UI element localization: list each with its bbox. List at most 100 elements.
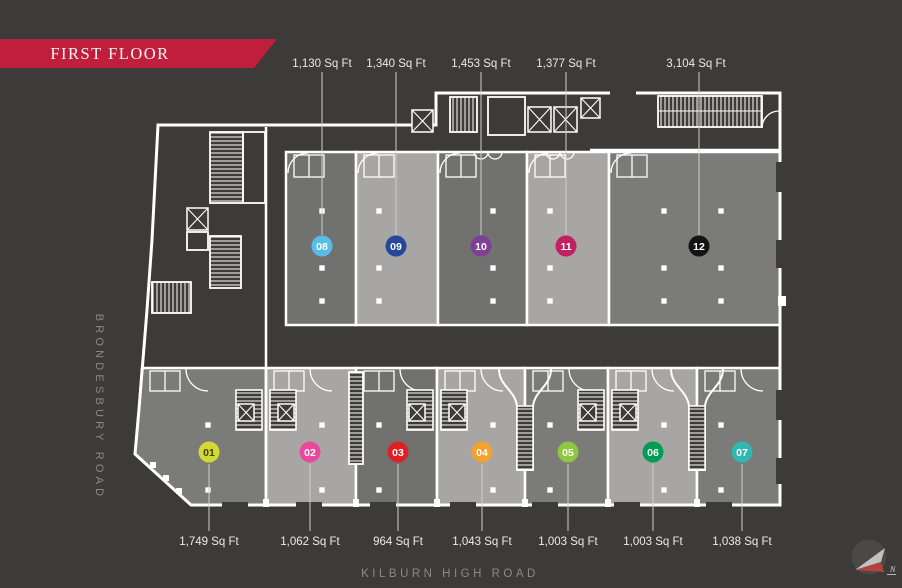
window-opening [614,502,640,508]
door-arc [309,368,333,392]
column-marker [718,298,724,304]
door-arc [439,152,461,174]
column-marker [661,487,667,493]
column-marker [490,208,496,214]
unit-11-badge[interactable] [555,235,577,257]
window-opening [610,90,636,97]
column-marker [319,265,325,271]
unit-02-area[interactable] [264,366,358,507]
page-title: FIRST FLOOR [50,44,169,63]
wall-pier [263,499,269,507]
core-room [186,231,209,251]
door-arc [357,152,379,174]
compass-north-label: N [889,565,896,574]
wall-pier [434,499,440,507]
unit-10-sqft-label: 1,453 Sq Ft [451,58,511,70]
window-opening [450,502,476,508]
unit-02-badge-number: 02 [304,447,316,459]
column-marker [661,298,667,304]
column-marker [376,298,382,304]
wall-pier [522,499,528,507]
wall-pier [694,499,700,507]
window-opening [776,458,783,484]
window-opening [532,502,558,508]
column-marker [319,298,325,304]
unit-01-badge-number: 01 [203,447,215,459]
unit-12-badge-number: 12 [693,241,705,253]
elevator-x [411,109,434,133]
elevator-x [408,403,426,422]
column-marker [718,422,724,428]
column-marker [547,298,553,304]
compass-needle-gray [855,548,885,570]
column-marker [490,487,496,493]
column-marker [547,487,553,493]
window-opening [776,390,783,420]
unit-07-badge-number: 07 [736,447,748,459]
window-opening [296,502,322,508]
column-marker [376,422,382,428]
wall-pier [605,499,611,507]
unit-08-badge[interactable] [311,235,333,257]
wall-pier [176,488,182,494]
wall-pier [150,462,156,468]
title-banner [0,39,277,68]
unit-07-sqft-label: 1,038 Sq Ft [712,536,772,548]
north-compass: N [851,539,896,575]
stair-shaft [516,405,534,471]
column-marker [661,422,667,428]
elevator-x [619,403,637,422]
door-arc [287,152,309,174]
unit-02-badge[interactable] [299,441,321,463]
unit-09-badge[interactable] [385,235,407,257]
column-marker [319,487,325,493]
unit-06-badge[interactable] [642,441,664,463]
unit-08-sqft-label: 1,130 Sq Ft [292,58,352,70]
column-marker [376,265,382,271]
unit-01-badge[interactable] [198,441,220,463]
unit-06-badge-number: 06 [647,447,659,459]
stair-core [209,131,244,204]
stair-core [209,235,242,289]
unit-09-badge-number: 09 [390,241,402,253]
window-opening [370,502,396,508]
unit-03-badge[interactable] [387,441,409,463]
unit-12-badge[interactable] [688,235,710,257]
column-marker [661,265,667,271]
unit-05-badge[interactable] [557,441,579,463]
unit-03-area[interactable] [354,366,439,507]
unit-04-badge[interactable] [471,441,493,463]
elevator-x [277,403,295,422]
elevator-x [527,106,552,133]
door-arc [651,368,675,392]
column-marker [547,208,553,214]
street-label-left: BRONDESBURY ROAD [93,314,105,501]
wall-pier [353,499,359,507]
unit-07-badge[interactable] [731,441,753,463]
door-arc [761,110,780,129]
door-arc [740,368,764,392]
column-marker [490,422,496,428]
column-marker [490,298,496,304]
unit-05-area[interactable] [523,366,610,507]
door-arc [610,152,632,174]
stair-core [449,96,478,133]
column-marker [547,265,553,271]
window-opening [776,240,783,268]
column-marker [718,487,724,493]
unit-04-area[interactable] [435,366,527,507]
wall-pier [163,475,169,481]
unit-11-sqft-label: 1,377 Sq Ft [536,58,596,70]
core-room [487,96,526,136]
column-marker [205,422,211,428]
unit-11-badge-number: 11 [560,241,571,253]
column-marker [490,265,496,271]
unit-10-badge[interactable] [470,235,492,257]
column-marker [319,422,325,428]
unit-07-area[interactable] [695,366,782,507]
stair-core [348,371,364,465]
window-opening [706,502,732,508]
unit-08-badge-number: 08 [316,241,328,253]
